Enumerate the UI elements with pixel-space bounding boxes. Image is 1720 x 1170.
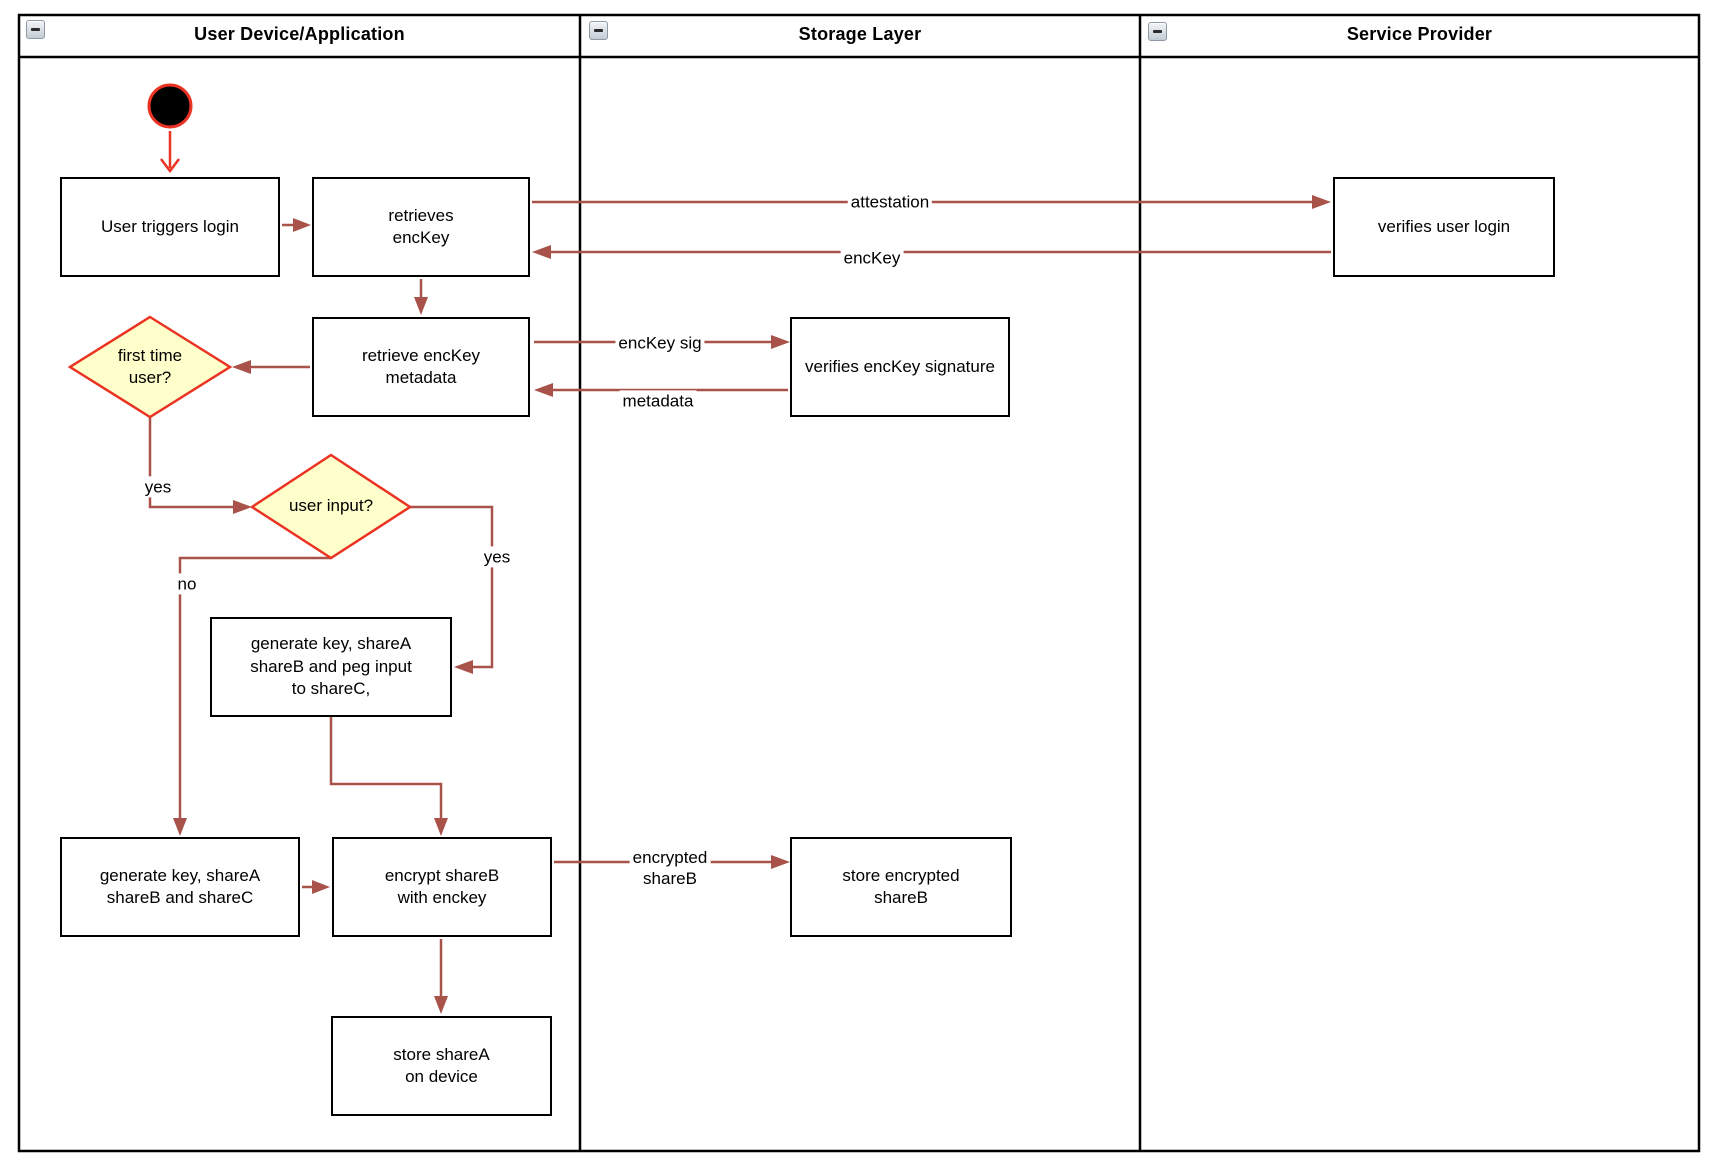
minus-icon — [1153, 30, 1162, 33]
decision-user-input-shape[interactable] — [249, 453, 413, 560]
arrowhead-yes-branch — [454, 660, 473, 674]
minus-icon — [31, 28, 40, 31]
node-user-triggers-login[interactable]: User triggers login — [60, 177, 280, 277]
minus-icon — [594, 29, 603, 32]
collapse-lane-icon[interactable] — [26, 20, 45, 39]
node-retrieve-enckey-metadata[interactable]: retrieve encKey metadata — [312, 317, 530, 417]
edge-label-yes-user-input: yes — [480, 546, 514, 568]
edge-label-encrypted-shareb: encrypted shareB — [629, 846, 711, 890]
arrowhead-metadata-return — [534, 383, 553, 397]
edge-label-no-user-input: no — [174, 573, 200, 595]
connector-lines — [148, 200, 1331, 997]
edge-label-yes-first-time: yes — [141, 476, 175, 498]
edge-label-metadata: metadata — [619, 390, 697, 412]
decision-user-input-label: user input? — [288, 495, 374, 515]
node-store-encrypted-shareb[interactable]: store encrypted shareB — [790, 837, 1012, 937]
pool-border — [17, 13, 1701, 1153]
arrowhead-enckey-sig — [771, 335, 790, 349]
edge-label-enckey: encKey — [840, 247, 904, 269]
edge-firsttime-yes — [148, 417, 233, 509]
collapse-lane-icon[interactable] — [1148, 22, 1167, 41]
lane-title-storage-layer: Storage Layer — [798, 23, 922, 44]
edge-label-enckey-sig: encKey sig — [615, 332, 705, 354]
start-node[interactable] — [147, 83, 193, 129]
node-generate-key-peg-input[interactable]: generate key, shareA shareB and peg inpu… — [210, 617, 452, 717]
lane-title-service-provider: Service Provider — [1346, 23, 1493, 44]
lane-title-user-device: User Device/Application — [194, 23, 405, 44]
arrowhead-to-userinput — [233, 500, 252, 514]
arrowhead-encrypted-shareb — [771, 855, 790, 869]
arrowhead-start — [160, 158, 180, 174]
node-store-sharea[interactable]: store shareA on device — [331, 1016, 552, 1116]
arrowhead-enckey-return — [532, 245, 551, 259]
decision-first-time-user-shape[interactable] — [67, 315, 233, 419]
arrowhead-to-metadata — [414, 297, 428, 315]
arrowhead-to-storea — [434, 996, 448, 1014]
arrowhead-no-branch — [173, 818, 187, 836]
connector-arrowheads — [173, 195, 1331, 1014]
edge-userinput-no — [178, 556, 331, 818]
edge-label-attestation: attestation — [847, 191, 933, 213]
arrowhead-peg-to-encrypt — [434, 818, 448, 836]
arrowhead-attestation — [1312, 195, 1331, 209]
node-verifies-enckey-signature[interactable]: verifies encKey signature — [790, 317, 1010, 417]
arrowhead-to-firsttime — [232, 360, 251, 374]
edge-userinput-yes — [410, 505, 494, 669]
arrowhead-retrieves — [293, 218, 311, 232]
collapse-lane-icon[interactable] — [589, 21, 608, 40]
node-encrypt-shareb[interactable]: encrypt shareB with enckey — [332, 837, 552, 937]
arrowhead-genkey-to-encrypt — [312, 880, 330, 894]
decision-first-time-user-label: first time user? — [117, 345, 183, 387]
node-generate-key-sharec[interactable]: generate key, shareA shareB and shareC — [60, 837, 300, 937]
node-verifies-user-login[interactable]: verifies user login — [1333, 177, 1555, 277]
edge-peg-to-encrypt — [329, 717, 443, 818]
node-retrieves-enckey[interactable]: retrieves encKey — [312, 177, 530, 277]
